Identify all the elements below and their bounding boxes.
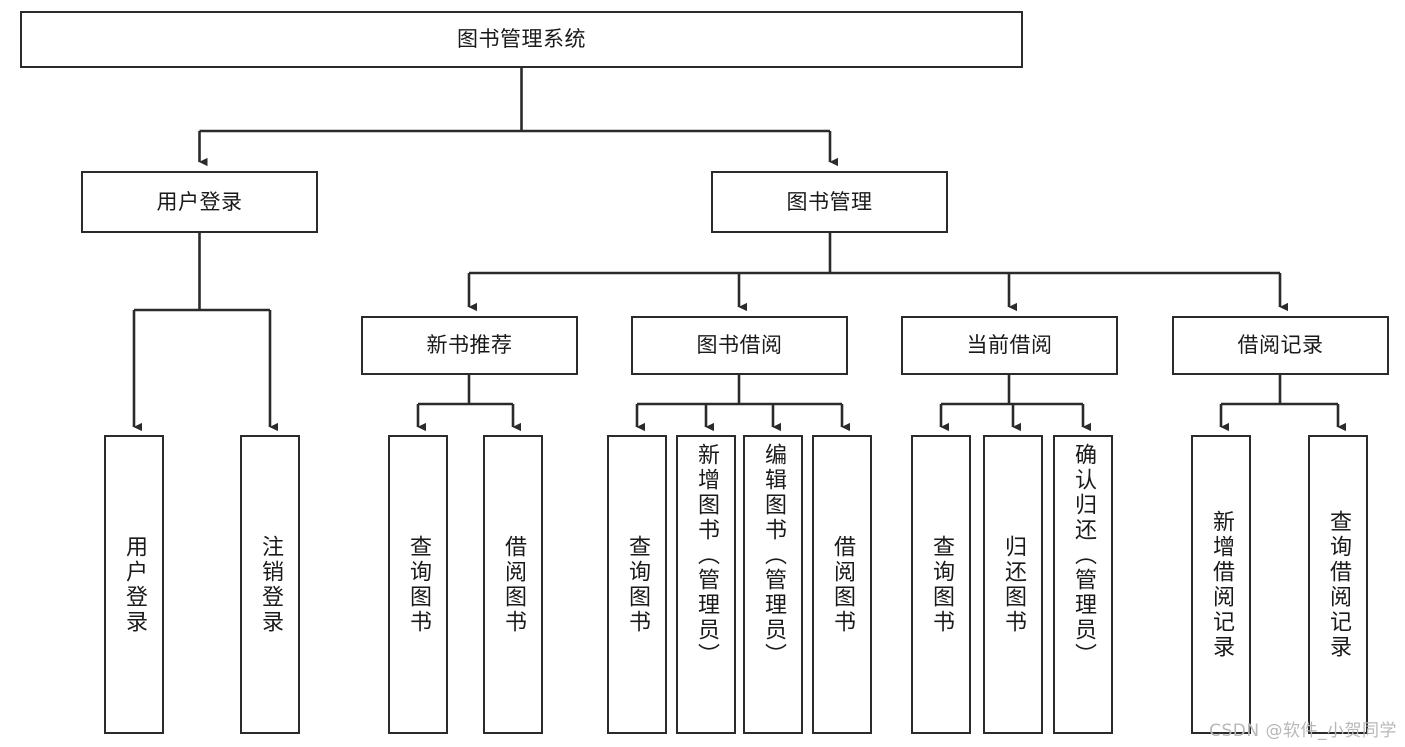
node-leaf-query-book-new[interactable]: 查询图书 [388, 435, 448, 734]
node-leaf-add-borrow-record[interactable]: 新增借阅记录 [1191, 435, 1251, 734]
node-label: 图书管理 [786, 189, 873, 214]
node-leaf-user-login[interactable]: 用户登录 [104, 435, 164, 734]
node-label: 查询借阅记录 [1326, 509, 1351, 660]
node-leaf-query-borrow-record[interactable]: 查询借阅记录 [1308, 435, 1368, 734]
node-label: 借阅图书 [501, 534, 526, 635]
node-label: 图书管理系统 [457, 27, 586, 52]
node-leaf-borrow-book-new[interactable]: 借阅图书 [483, 435, 543, 734]
node-label: 借阅记录 [1237, 333, 1324, 358]
node-label: 用户登录 [156, 189, 243, 214]
node-root-book-management-system[interactable]: 图书管理系统 [20, 11, 1023, 68]
node-label: 查询图书 [929, 534, 954, 635]
node-book-management[interactable]: 图书管理 [711, 171, 948, 233]
node-label: 新书推荐 [426, 333, 513, 358]
node-label: 确认归还（管理员） [1071, 443, 1096, 668]
node-leaf-return-book[interactable]: 归还图书 [983, 435, 1043, 734]
node-label: 当前借阅 [966, 333, 1053, 358]
node-leaf-query-book-current[interactable]: 查询图书 [911, 435, 971, 734]
node-label: 查询图书 [625, 534, 650, 635]
node-current-borrowing[interactable]: 当前借阅 [901, 316, 1118, 375]
node-label: 归还图书 [1001, 534, 1026, 635]
node-leaf-logout[interactable]: 注销登录 [240, 435, 300, 734]
node-label: 注销登录 [258, 534, 283, 635]
node-label: 编辑图书（管理员） [761, 443, 786, 668]
node-leaf-query-book-borrow[interactable]: 查询图书 [607, 435, 667, 734]
node-user-login[interactable]: 用户登录 [81, 171, 318, 233]
node-label: 图书借阅 [696, 333, 783, 358]
node-label: 用户登录 [122, 534, 147, 635]
node-leaf-add-book-admin[interactable]: 新增图书（管理员） [676, 435, 736, 734]
node-leaf-borrow-book[interactable]: 借阅图书 [812, 435, 872, 734]
node-book-borrowing[interactable]: 图书借阅 [631, 316, 848, 375]
node-leaf-edit-book-admin[interactable]: 编辑图书（管理员） [743, 435, 803, 734]
node-new-book-recommendation[interactable]: 新书推荐 [361, 316, 578, 375]
node-label: 查询图书 [406, 534, 431, 635]
node-label: 新增图书（管理员） [694, 443, 719, 668]
node-borrowing-record[interactable]: 借阅记录 [1172, 316, 1389, 375]
node-label: 新增借阅记录 [1209, 509, 1234, 660]
node-leaf-confirm-return-admin[interactable]: 确认归还（管理员） [1053, 435, 1113, 734]
node-label: 借阅图书 [830, 534, 855, 635]
